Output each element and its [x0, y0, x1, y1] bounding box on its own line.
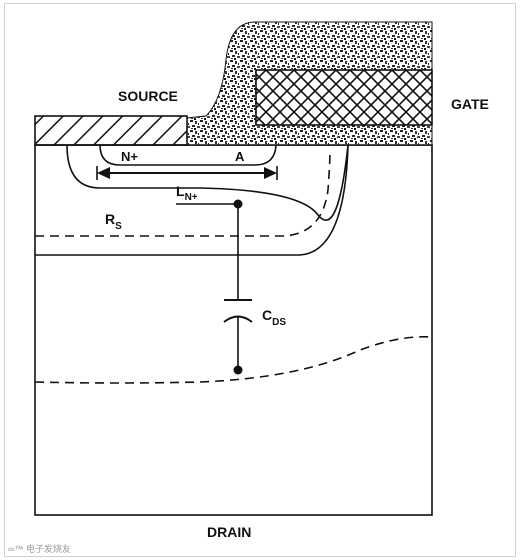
- a-label: A: [235, 149, 245, 164]
- l-n-plus-label: LN+: [176, 183, 198, 203]
- source-metal-contact: [34, 115, 188, 146]
- arrow-head-right: [264, 167, 277, 179]
- source-label: SOURCE: [118, 88, 178, 104]
- gate-polysilicon: [255, 69, 433, 126]
- depletion-boundary-lower: [34, 335, 433, 384]
- rs-main: R: [105, 211, 115, 227]
- l-main: L: [176, 183, 185, 199]
- rs-label: RS: [105, 211, 122, 232]
- cds-label: CDS: [262, 307, 286, 328]
- gate-label: GATE: [451, 96, 489, 112]
- n-plus-label: N+: [121, 149, 138, 164]
- arrow-head-left: [97, 167, 110, 179]
- watermark-text: ∞™ 电子发烧友: [8, 543, 71, 554]
- n-plus-region: [99, 144, 277, 166]
- depletion-boundary-upper: [35, 149, 331, 237]
- p-body-well: [35, 144, 349, 256]
- drain-label: DRAIN: [207, 524, 251, 540]
- rs-subscript: S: [115, 221, 122, 232]
- cds-main: C: [262, 307, 272, 323]
- silicon-body: [34, 144, 433, 516]
- cds-subscript: DS: [272, 317, 286, 328]
- node-bottom: [233, 365, 243, 375]
- l-subscript: N+: [185, 192, 198, 203]
